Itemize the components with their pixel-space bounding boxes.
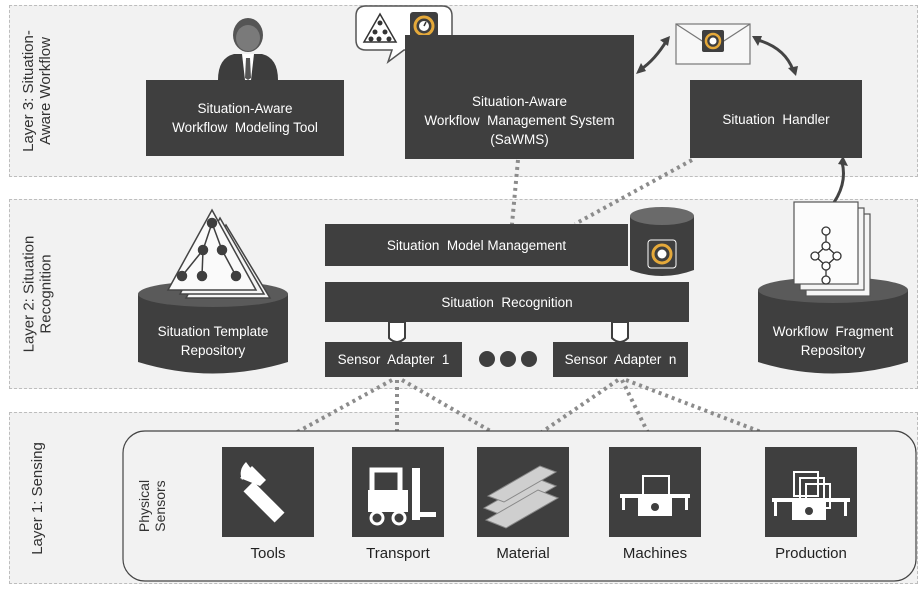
sensor-adapter-n-label: Sensor Adapter n [564, 352, 677, 367]
sensor-label-material: Material [496, 545, 550, 562]
modeling-tool-label: Situation-Aware Workflow Modeling Tool [172, 101, 318, 135]
adapter-pipes [388, 321, 629, 343]
situation-tree-icon [362, 12, 398, 43]
envelope-handler-arrow [757, 38, 795, 71]
model-database-cylinder [630, 207, 694, 276]
template-repository-label: Situation Template Repository [157, 324, 269, 358]
machine-icon [620, 475, 690, 516]
sawms-label: Situation-Aware Workflow Management Syst… [424, 94, 615, 147]
sensor-adapter-1-box: Sensor Adapter 1 [325, 342, 462, 377]
sawms-box: Situation-Aware Workflow Management Syst… [405, 35, 634, 159]
envelope-icon [675, 23, 751, 65]
model-management-box: Situation Model Management [325, 224, 628, 266]
wrench-icon [240, 462, 285, 523]
person-icon [218, 18, 278, 80]
sensor-label-machines: Machines [622, 545, 688, 562]
adapter1-to-material-connector [400, 378, 520, 449]
template-repository-cylinder [138, 208, 288, 374]
situation-handler-label: Situation Handler [722, 111, 830, 127]
production-line-icon [772, 471, 850, 520]
sensor-adapter-1-label: Sensor Adapter 1 [337, 352, 450, 367]
sensor-label-transport: Transport [366, 545, 430, 562]
sensor-adapter-n-box: Sensor Adapter n [553, 342, 688, 377]
fragment-repository-label: Workflow Fragment Repository [772, 324, 894, 358]
model-management-label: Situation Model Management [386, 237, 567, 253]
adaptern-to-machines-connector [620, 379, 657, 448]
situation-recognition-box: Situation Recognition [325, 282, 689, 322]
forklift-icon [368, 467, 436, 526]
sawms-envelope-arrow [639, 39, 669, 72]
sensor-label-tools: Tools [250, 545, 286, 562]
sawms-to-model-connector [510, 159, 520, 225]
situation-recognition-label: Situation Recognition [441, 294, 573, 310]
sensor-label-production: Production [775, 545, 847, 562]
handler-to-model-connector [574, 158, 693, 226]
ellipsis-dots [479, 351, 537, 367]
fragment-repository-cylinder [758, 201, 908, 374]
physical-sensors-label: Physical Sensors [136, 479, 168, 533]
steel-beams-icon [482, 465, 560, 529]
situation-handler-box: Situation Handler [690, 80, 862, 158]
adapter1-to-tools-connector [269, 378, 393, 449]
handler-fragment-arrow [828, 161, 845, 209]
modeling-tool-box: Situation-Aware Workflow Modeling Tool [146, 80, 344, 156]
